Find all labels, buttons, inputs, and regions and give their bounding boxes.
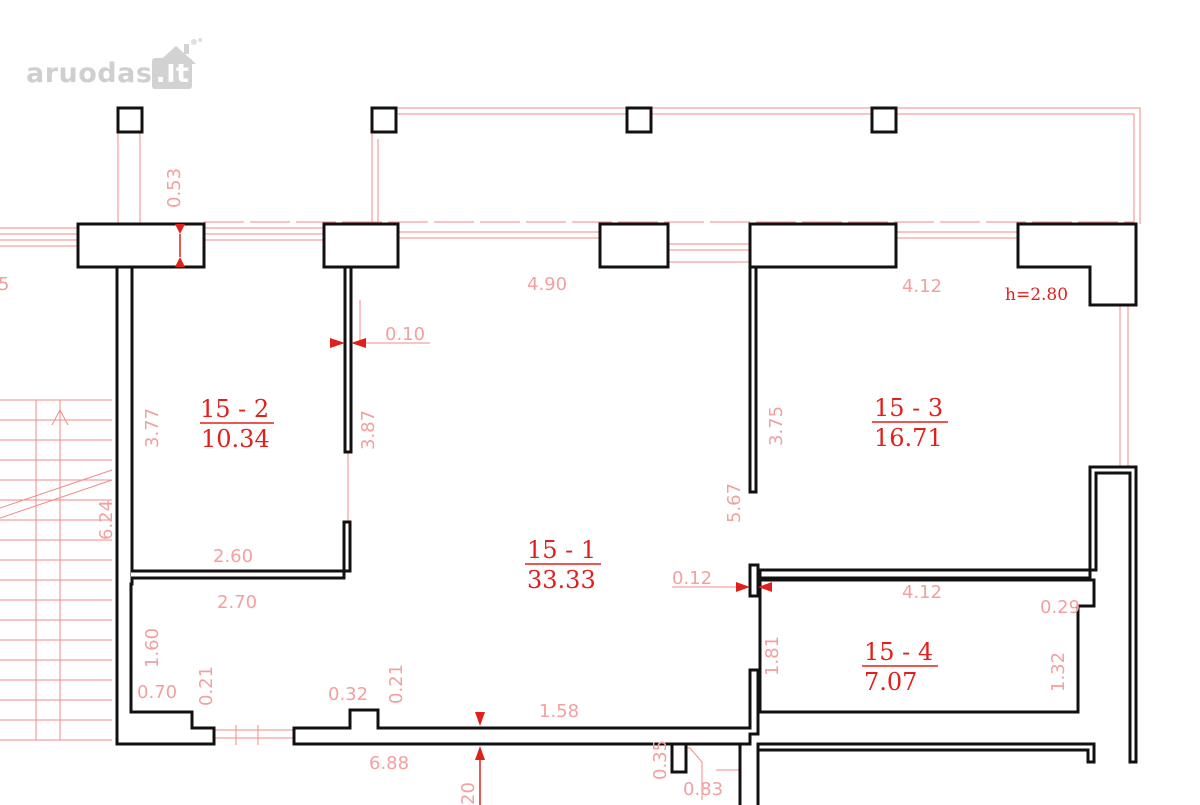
dimension-label: 4.12 [902,582,942,603]
dimension-labels: 0.53 4.90 4.12 0.10 3.77 3.87 3.75 5.67 … [0,168,1080,805]
arrow-down-icon [475,712,485,726]
dimension-label: 0.70 [137,682,177,703]
dimension-label: 6.24 [96,500,117,540]
dimension-label: 6.88 [369,753,409,774]
room-id: 15 - 2 [200,395,269,423]
walls [76,222,1138,805]
dimension-label: 0.29 [1040,597,1080,618]
column [116,106,144,134]
room-area: 16.71 [874,424,943,452]
room-area: 10.34 [201,425,270,453]
room-id: 15 - 4 [864,638,933,666]
dimension-label: 3.87 [358,410,379,450]
dimension-label: 0.10 [385,324,425,345]
columns [116,106,898,134]
arrow-left-icon [351,338,366,348]
room-area: 33.33 [527,566,596,594]
dimension-label: 1.32 [1048,652,1069,692]
dimension-label: 4.12 [902,276,942,297]
dimension-label: 2.60 [213,546,253,567]
dimension-label: 0.12 [672,568,712,589]
arrow-right-icon [736,582,750,592]
dimension-label: 3.75 [766,406,787,446]
column [870,106,898,134]
dimension-arrows [175,224,772,805]
arrow-left-icon [758,582,772,592]
column [370,106,398,134]
dimension-label: 1.58 [539,701,579,722]
dimension-label: 0.53 [164,168,185,208]
arrow-down-icon [175,224,185,234]
dimension-label: 0.83 [683,779,723,800]
column [625,106,653,134]
dimension-label: 5 [0,274,9,295]
dimension-label: 1.60 [142,628,163,668]
dimension-label: 0.21 [386,664,407,704]
ceiling-height: h=2.80 [1005,285,1068,305]
dimension-label: 1.81 [762,636,783,676]
dimension-label: 3.77 [142,408,163,448]
dimension-label: 0.32 [328,684,368,705]
room-area: 7.07 [864,668,917,696]
dimension-label: 0.35 [650,740,671,780]
room-id: 15 - 1 [527,536,596,564]
dimension-label: 2.70 [217,592,257,613]
room-id: 15 - 3 [874,394,943,422]
house-chimney-icon [156,38,202,64]
arrow-up-icon [475,746,485,760]
dimension-label: 5.67 [724,483,745,523]
room-labels: 15 - 2 10.34 15 - 1 33.33 15 - 3 16.71 1… [200,285,1068,696]
watermark-brand: aruodas [26,58,153,89]
dimension-label: 20 [458,782,479,805]
arrow-right-icon [330,338,345,348]
dimension-label: 0.21 [196,666,217,706]
arrow-up-icon [175,257,185,267]
dimension-label: 4.90 [527,274,567,295]
